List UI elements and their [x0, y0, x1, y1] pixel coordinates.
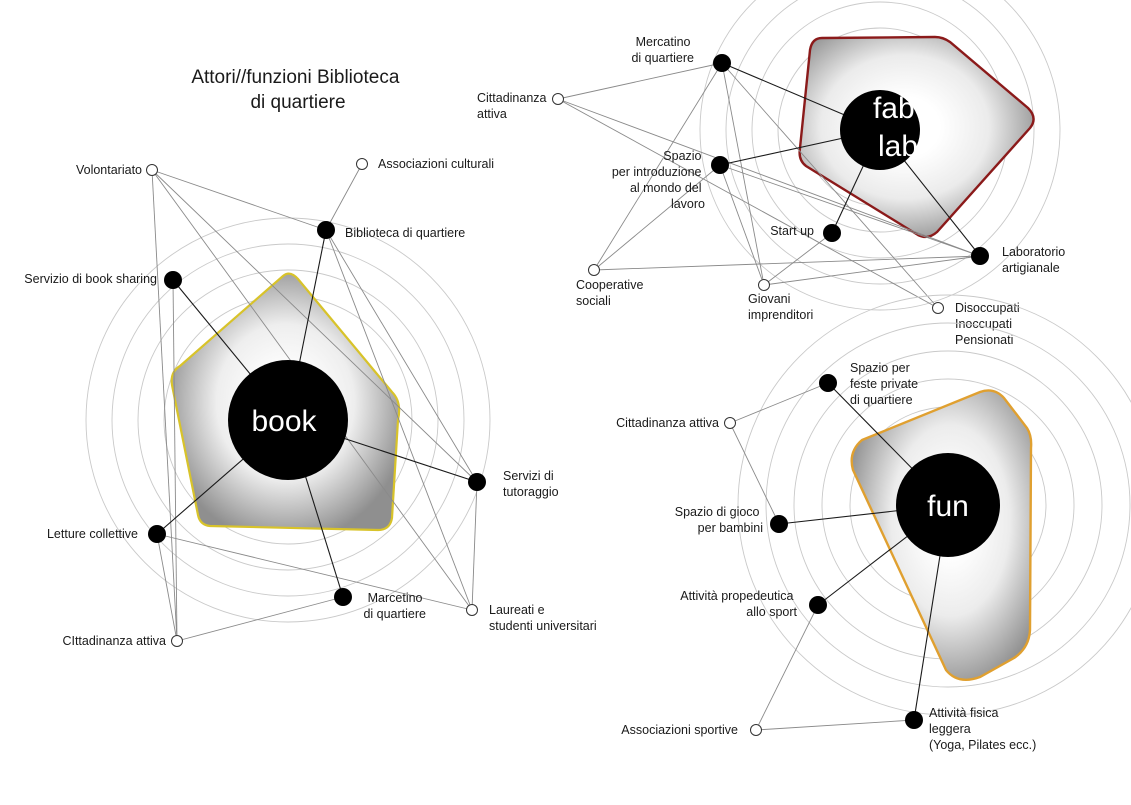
node-laboratorio[interactable] [971, 247, 989, 265]
label-gioco: Spazio di gioco per bambini [675, 505, 763, 535]
node-gioco[interactable] [770, 515, 788, 533]
node-start-up[interactable] [823, 224, 841, 242]
book-hub[interactable] [228, 360, 348, 480]
label-associazioni-culturali: Associazioni culturali [378, 157, 494, 171]
label-book-sharing: Servizio di book sharing [24, 272, 157, 286]
node-associazioni-sportive[interactable] [750, 724, 762, 736]
fun-node-markers [724, 374, 923, 736]
node-biblioteca-di-quartiere[interactable] [317, 221, 335, 239]
label-disoccupati: Disoccupati Inoccupati Pensionati [955, 301, 1023, 347]
label-letture-collettive: Letture collettive [47, 527, 138, 541]
label-tutoraggio: Servizi di tutoraggio [503, 469, 559, 499]
label-marcetino: Marcetino di quartiere [363, 591, 426, 621]
label-associazioni-sportive: Associazioni sportive [621, 723, 738, 737]
fun-edges [729, 382, 915, 731]
node-book-sharing[interactable] [164, 271, 182, 289]
fablab-node-labels: Mercatino di quartiere Cittadinanza atti… [477, 35, 1069, 347]
node-letture-collettive[interactable] [148, 525, 166, 543]
fun-hub[interactable] [896, 453, 1000, 557]
node-disoccupati[interactable] [932, 302, 944, 314]
fablab-hub-label: fab lab [873, 92, 923, 163]
node-cittadinanza-book[interactable] [171, 635, 183, 647]
fablab-node-markers [552, 54, 989, 314]
label-cittadinanza-book: CIttadinanza attiva [62, 634, 166, 648]
book-hub-label: book [251, 405, 317, 438]
node-sport[interactable] [809, 596, 827, 614]
book-node-labels: Volontariato Associazioni culturali Bibl… [24, 157, 596, 648]
book-node-markers [146, 158, 486, 647]
label-sport: Attività propedeutica allo sport [680, 589, 797, 619]
label-spazio-lavoro: Spazio per introduzione al mondo del lav… [612, 149, 705, 211]
node-feste[interactable] [819, 374, 837, 392]
label-start-up: Start up [770, 224, 814, 238]
label-mercatino: Mercatino di quartiere [631, 35, 694, 65]
node-cooperative[interactable] [588, 264, 600, 276]
node-cittadinanza-fablab[interactable] [552, 93, 564, 105]
node-volontariato[interactable] [146, 164, 158, 176]
label-laboratorio: Laboratorio artigianale [1002, 245, 1069, 275]
fun-node-labels: Spazio per feste private di quartiere Ci… [616, 361, 1036, 752]
label-biblioteca-di-quartiere: Biblioteca di quartiere [345, 226, 465, 240]
fablab-hub[interactable] [840, 90, 920, 170]
label-cooperative: Cooperative sociali [576, 278, 647, 308]
node-tutoraggio[interactable] [468, 473, 486, 491]
fablab-edges [557, 62, 981, 309]
node-associazioni-culturali[interactable] [356, 158, 368, 170]
node-giovani[interactable] [758, 279, 770, 291]
node-laureati[interactable] [466, 604, 478, 616]
node-marcetino[interactable] [334, 588, 352, 606]
label-volontariato: Volontariato [76, 163, 142, 177]
node-spazio-lavoro[interactable] [711, 156, 729, 174]
label-giovani: Giovani imprenditori [748, 292, 813, 322]
label-feste: Spazio per feste private di quartiere [850, 361, 922, 407]
node-fisica[interactable] [905, 711, 923, 729]
node-mercatino[interactable] [713, 54, 731, 72]
label-cittadinanza-fablab: Cittadinanza attiva [477, 91, 550, 121]
node-cittadinanza-fun[interactable] [724, 417, 736, 429]
label-laureati: Laureati e studenti universitari [489, 603, 597, 633]
label-cittadinanza-fun: Cittadinanza attiva [616, 416, 719, 430]
fun-hub-label: fun [927, 490, 969, 523]
label-fisica: Attività fisica leggera (Yoga, Pilates e… [929, 706, 1036, 752]
page-title: Attori//funzioni Biblioteca di quartiere [191, 67, 404, 113]
